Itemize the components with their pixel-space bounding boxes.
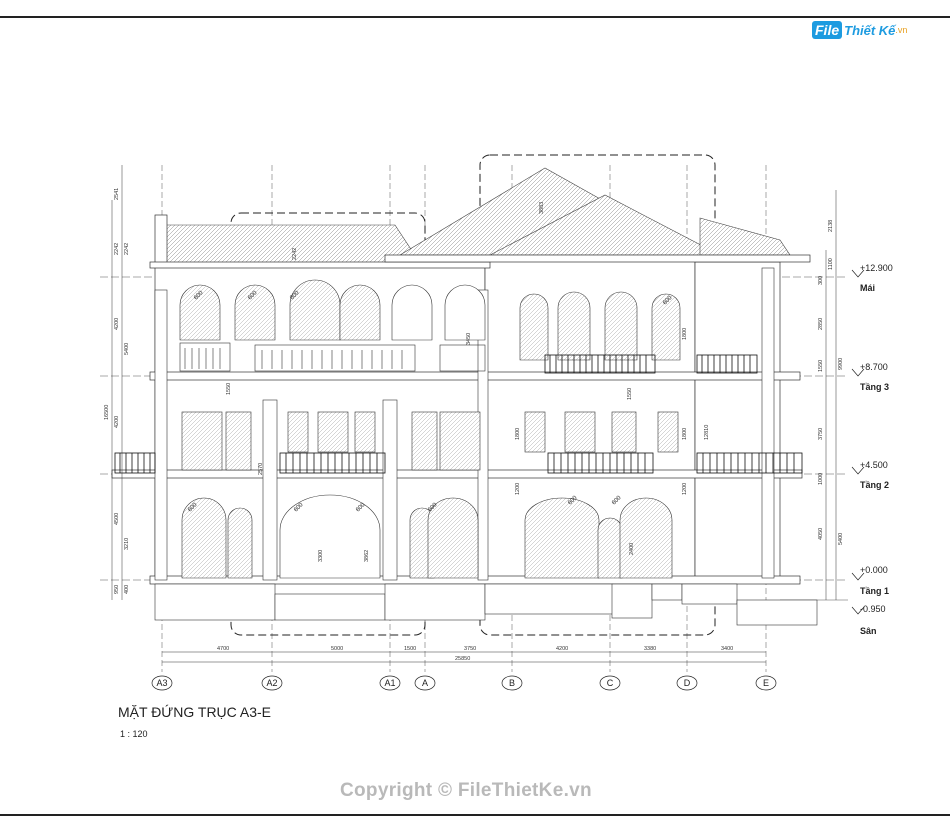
level-value: +8.700 — [860, 362, 888, 372]
level-name: Sân — [860, 626, 877, 636]
dim-bottom: 3400 — [721, 646, 733, 652]
dim-mid: 2570 — [258, 463, 264, 475]
axis-label: A3 — [156, 678, 167, 688]
level-value: +0.000 — [860, 565, 888, 575]
dim-left: 4200 — [114, 318, 120, 330]
dim-left: 2242 — [114, 243, 120, 255]
dim-mid: 1800 — [682, 428, 688, 440]
dim-left: 3210 — [124, 538, 130, 550]
level-value: +12.900 — [860, 263, 893, 273]
dim-bottom: 5000 — [331, 646, 343, 652]
dim-right: 1100 — [828, 258, 834, 270]
arch-label: 600 — [611, 495, 623, 507]
dim-bottom: 3380 — [644, 646, 656, 652]
dim-right: 300 — [818, 276, 824, 285]
axis-label: B — [509, 678, 515, 688]
arch-label: 600 — [355, 502, 367, 514]
logo-file-badge: File — [812, 21, 843, 39]
logo-text: Thiết Kế — [844, 22, 896, 38]
frame-bottom-line — [0, 814, 950, 816]
dim-mid: 1550 — [226, 383, 232, 395]
arch-label: 600 — [567, 495, 579, 507]
dim-bottom: 3750 — [464, 646, 476, 652]
drawing-scale: 1 : 120 — [120, 729, 148, 739]
dim-right: 5400 — [838, 533, 844, 545]
dim-right: 2850 — [818, 318, 824, 330]
axis-label: A2 — [266, 678, 277, 688]
level-name: Tầng 1 — [860, 586, 889, 596]
arch-label: 600 — [187, 502, 199, 514]
logo-tld: .vn — [895, 25, 908, 35]
axis-label: E — [763, 678, 769, 688]
arch-label: 600 — [289, 290, 301, 302]
dim-mid: 1200 — [682, 483, 688, 495]
dim-right: 1000 — [818, 473, 824, 485]
dim-bottom: 4200 — [556, 646, 568, 652]
dim-left: 5400 — [124, 343, 130, 355]
dim-mid: 3450 — [466, 333, 472, 345]
arch-label: 600 — [662, 295, 674, 307]
dim-mid: 3862 — [364, 550, 370, 562]
axis-label: A1 — [384, 678, 395, 688]
dim-bottom: 1500 — [404, 646, 416, 652]
dim-mid: 1550 — [627, 388, 633, 400]
dim-mid: 1800 — [682, 328, 688, 340]
dim-right: 12810 — [704, 425, 710, 440]
arch-label: 600 — [247, 290, 259, 302]
dim-left: 950 — [114, 585, 120, 594]
level-value: -0.950 — [860, 604, 886, 614]
dim-bottom-total: 25850 — [455, 656, 470, 662]
dim-mid: 3883 — [539, 202, 545, 214]
dim-left: 4200 — [114, 416, 120, 428]
level-value: +4.500 — [860, 460, 888, 470]
level-name: Tầng 2 — [860, 480, 889, 490]
dim-bottom: 4700 — [217, 646, 229, 652]
dim-right: 1550 — [818, 360, 824, 372]
axis-label: D — [684, 678, 691, 688]
dim-right: 9900 — [838, 358, 844, 370]
arch-label: 600 — [193, 290, 205, 302]
level-name: Tầng 3 — [860, 382, 889, 392]
copyright-watermark: Copyright © FileThietKe.vn — [340, 780, 592, 801]
dim-mid: 1800 — [515, 428, 521, 440]
dim-left: 2541 — [114, 188, 120, 200]
site-logo[interactable]: File Thiết Kế .vn — [812, 18, 907, 42]
dim-right: 2138 — [828, 220, 834, 232]
arch-label: 600 — [293, 502, 305, 514]
drawing-title: MẶT ĐỨNG TRỤC A3-E — [118, 704, 272, 720]
dim-mid: 1200 — [515, 483, 521, 495]
dim-left: 4500 — [114, 513, 120, 525]
dim-mid: 3300 — [318, 550, 324, 562]
dim-right: 4050 — [818, 528, 824, 540]
axis-label: A — [422, 678, 428, 688]
arch-label: 600 — [427, 502, 439, 514]
frame-top-line — [0, 16, 950, 18]
dim-left: 16500 — [104, 405, 110, 420]
dim-mid: 2400 — [629, 543, 635, 555]
axis-label: C — [607, 678, 614, 688]
level-name: Mái — [860, 283, 875, 293]
dim-left: 400 — [124, 585, 130, 594]
dim-left: 2242 — [124, 243, 130, 255]
dim-mid: 2242 — [292, 248, 298, 260]
dim-right: 3750 — [818, 428, 824, 440]
